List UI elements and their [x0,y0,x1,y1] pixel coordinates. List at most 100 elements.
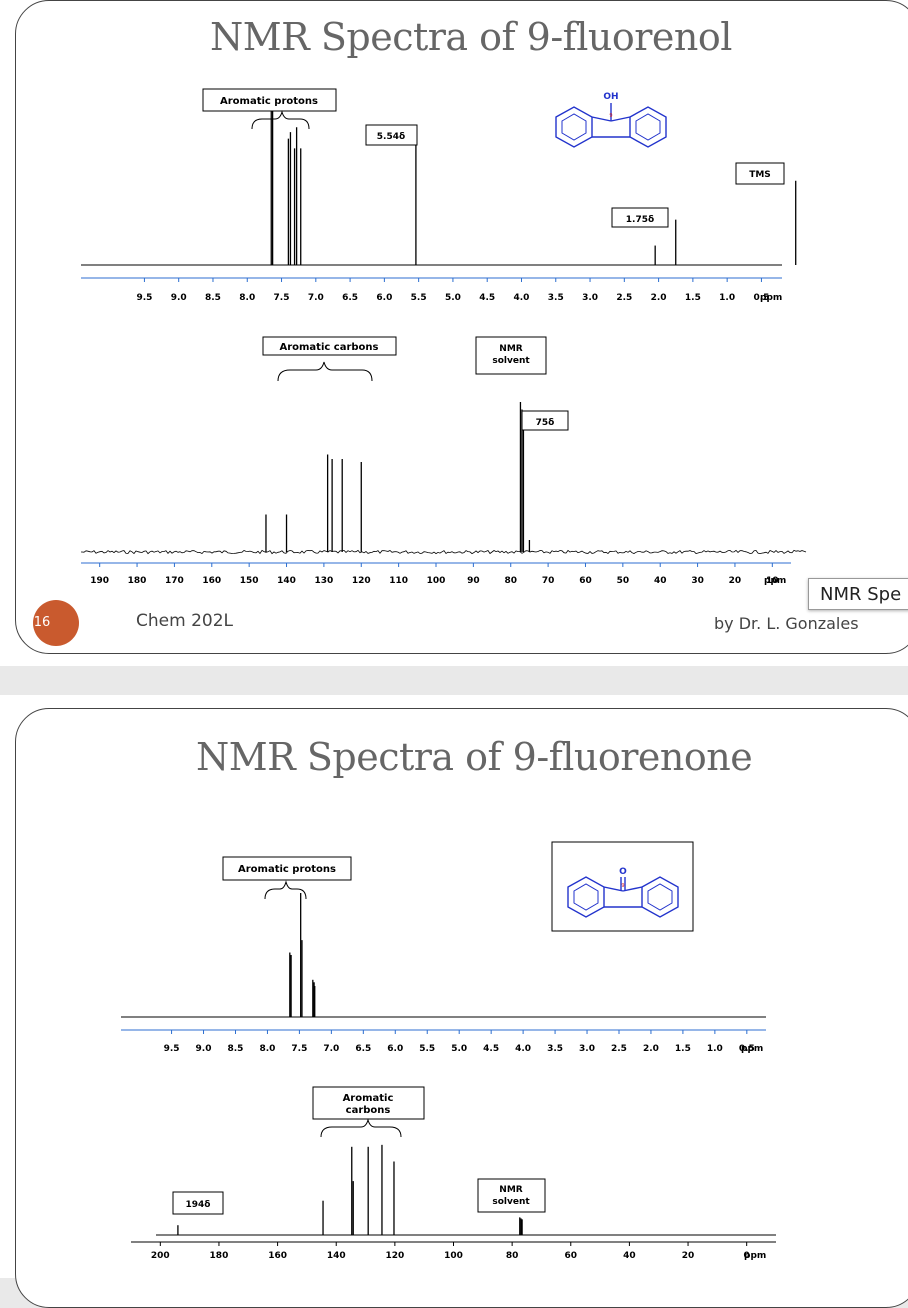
peak-194-box [172,1191,224,1215]
axis-tick-label: 80 [506,1251,519,1261]
author-label: by Dr. L. Gonzales [714,614,859,633]
hover-tooltip: NMR Spe [808,578,908,610]
axis-tick-label: 60 [565,1251,578,1261]
peaks-group [265,402,531,552]
axis-tick-label: 8.5 [228,1044,244,1054]
axis-tick-label: 3.0 [579,1044,595,1054]
axis-tick-label: 110 [389,576,408,586]
axis-tick-label: 5.5 [419,1044,435,1054]
axis-tick-label: 190 [90,576,109,586]
axis-tick-label: 30 [691,576,704,586]
aromatic-protons-box [202,88,337,112]
peak-1-75-box [611,207,669,228]
axis-tick-label: 1.0 [707,1044,723,1054]
axis-tick-label: 8.0 [239,293,255,303]
aromatic-carbons-line1: Aromatic [343,1093,394,1104]
axis-tick-label: 10 [766,576,779,586]
locant-9: 9 [621,883,624,889]
axis-tick-label: 1.5 [685,293,701,303]
nmr-solvent-box [475,336,547,375]
page-number-badge[interactable]: 16 [33,600,79,646]
axis-tick-label: 20 [682,1251,695,1261]
molecule-box [551,841,694,932]
nmr-solvent-line1: NMR [499,1185,522,1195]
axis-tick-label: 120 [385,1251,404,1261]
axis-tick-label: 7.5 [291,1044,307,1054]
peak-75-box [521,410,569,431]
course-label: Chem 202L [136,611,233,631]
axis-tick-label: 9.5 [136,293,152,303]
axis-tick-label: 0.5 [753,293,769,303]
axis-tick-label: 6.5 [355,1044,371,1054]
axis-tick-label: 3.0 [582,293,598,303]
nmr-solvent-box [477,1178,546,1213]
aromatic-carbons-label: Aromatic carbons [279,342,378,353]
aromatic-protons-label: Aromatic protons [238,864,336,875]
peak-194-label: 194δ [186,1200,211,1210]
axis-unit: ppm [741,1044,763,1054]
right-benzene-ring [629,106,667,148]
axis-tick-label: 5.0 [451,1044,467,1054]
axis-tick-label: 1.0 [719,293,735,303]
axis-tick-label: 9.0 [171,293,187,303]
axis-tick-label: 140 [277,576,296,586]
axis-tick-label: 40 [654,576,667,586]
aromatic-protons-box [222,856,352,881]
axis-unit: ppm [764,576,786,586]
fluorenone-structure: O 9 [567,867,679,918]
axis-tick-label: 1.5 [675,1044,691,1054]
axis-tick-label: 9.0 [196,1044,212,1054]
axis-tick-label: 200 [151,1251,170,1261]
axis-tick-label: 140 [327,1251,346,1261]
axis-tick-label: 5.5 [411,293,427,303]
axis-tick-label: 2.5 [616,293,632,303]
axis-tick-label: 2.0 [651,293,667,303]
axis-tick-label: 170 [165,576,184,586]
axis-tick-label: 3.5 [548,293,564,303]
axis-tick-label: 4.5 [483,1044,499,1054]
axis-tick-label: 0 [744,1251,750,1261]
axis-unit: ppm [744,1251,766,1261]
axis-tick-label: 6.0 [387,1044,403,1054]
axis-tick-label: 160 [268,1251,287,1261]
peak-75-label: 75δ [536,418,555,428]
left-benzene-ring [555,106,593,148]
axis-tick-label: 180 [210,1251,229,1261]
axis-tick-label: 5.0 [445,293,461,303]
tms-label: TMS [749,170,771,180]
baseline-noise [81,549,807,555]
axis-tick-label: 160 [202,576,221,586]
aromatic-protons-label: Aromatic protons [220,96,318,107]
peak-5-54-label: 5.54δ [377,132,405,142]
axis-tick-label: 60 [579,576,592,586]
axis-tick-label: 7.5 [274,293,290,303]
axis-tick-label: 7.0 [308,293,324,303]
fluorenol-structure: OH 9 [555,92,667,148]
axis-tick-label: 40 [623,1251,636,1261]
axis-tick-label: 120 [352,576,371,586]
nmr-solvent-line1: NMR [499,344,522,354]
axis-tick-label: 2.0 [643,1044,659,1054]
page-number: 16 [33,615,51,630]
axis-tick-label: 130 [314,576,333,586]
locant-9: 9 [609,113,612,119]
axis-tick-label: 6.5 [342,293,358,303]
aromatic-brace [264,880,307,900]
peaks-group [270,103,797,265]
aromatic-brace [320,1118,402,1138]
peak-5-54-box [365,124,418,146]
o-label: O [619,867,627,877]
axis-tick-label: 70 [542,576,555,586]
axis-tick-label: 100 [427,576,446,586]
axis-tick-label: 2.5 [611,1044,627,1054]
axis-tick-label: 8.0 [259,1044,275,1054]
